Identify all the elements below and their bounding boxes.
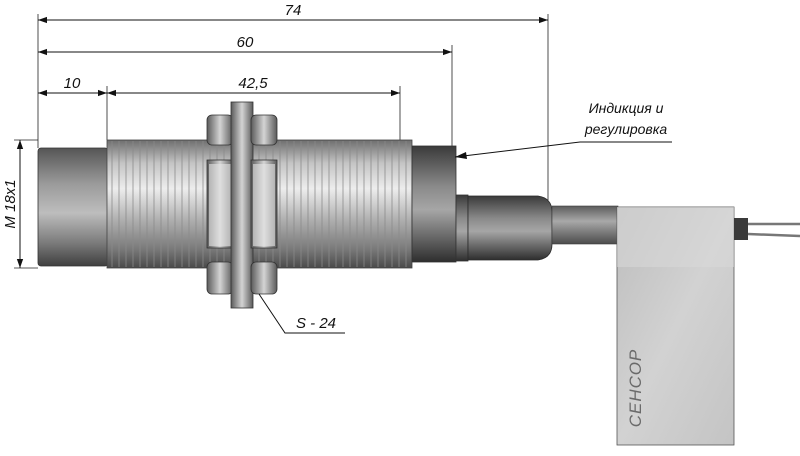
brand-label: СЕНСОР (626, 349, 645, 428)
dim-diameter-label: M 18x1 (2, 179, 19, 228)
wrench-leader (258, 293, 345, 334)
indicator-ring (455, 194, 469, 262)
dim-thread-label: 42,5 (238, 75, 268, 92)
rear-collar (411, 145, 457, 263)
indication-leader (454, 141, 672, 158)
wrench-size-label: S - 24 (296, 315, 336, 332)
nut-right (250, 114, 278, 295)
cable-jacket (551, 205, 619, 245)
dim-housing-label: 60 (237, 34, 254, 51)
indication-note-line2: регулировка (584, 121, 667, 137)
dim-face-label: 10 (64, 75, 81, 92)
dim-total-label: 74 (285, 2, 302, 19)
indication-leader-arrow (455, 152, 467, 159)
lock-washer (230, 101, 254, 309)
sensing-face (37, 147, 109, 267)
nut-left (206, 114, 234, 295)
cable-tag-fold (617, 207, 734, 267)
wire-2 (747, 232, 800, 238)
wire-sleeve (734, 218, 748, 240)
indication-note-line1: Индикция и (589, 100, 664, 116)
cable-gland (467, 195, 553, 261)
